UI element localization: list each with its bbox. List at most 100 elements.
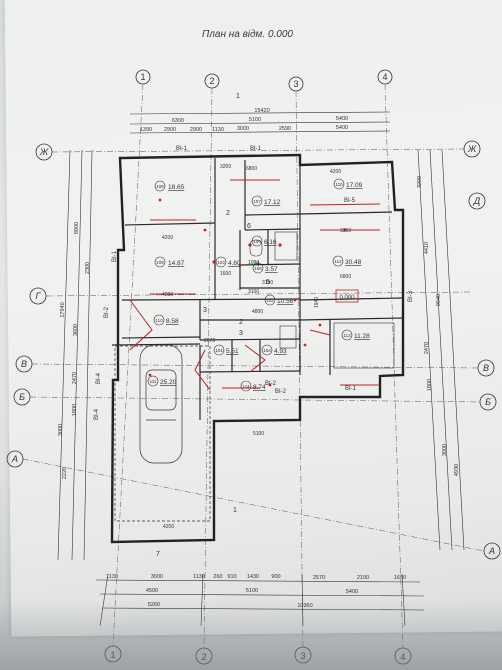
dim-bottom-r1-3: 1130 bbox=[193, 574, 205, 580]
axis-label-row-zh-left: Ж bbox=[39, 147, 49, 157]
axis-label-col-3-top: 3 bbox=[293, 79, 298, 89]
section-mark-6: 6 bbox=[247, 223, 251, 230]
room-area-105: 6.16 bbox=[264, 239, 277, 246]
section-mark-1-top: 1 bbox=[236, 93, 240, 100]
room-num-112: 112 bbox=[334, 259, 342, 264]
dim-inner-8: 4800 bbox=[252, 309, 263, 315]
dim-inner-2: 4200 bbox=[162, 292, 173, 298]
dim-bottom-r2-1: 4500 bbox=[146, 588, 158, 594]
room-area-106: 3.57 bbox=[265, 266, 278, 273]
photo-shadow bbox=[0, 600, 502, 670]
opening-vi2-b: ВІ-2 bbox=[104, 306, 110, 318]
level-mark: 0.000 bbox=[339, 295, 355, 301]
dim-inner-16: 1940 bbox=[314, 297, 320, 308]
room-area-112: 30.48 bbox=[345, 259, 362, 266]
room-area-101: 5.51 bbox=[226, 348, 239, 355]
section-mark-7: 7 bbox=[156, 551, 160, 558]
dim-top-r2-4: 1130 bbox=[212, 127, 224, 133]
dim-top-total: 15420 bbox=[254, 108, 269, 114]
dim-bottom-r2-2: 5100 bbox=[246, 588, 258, 594]
dim-right-5: 1800 bbox=[427, 379, 433, 391]
section-mark-1-bottom: 1 bbox=[233, 507, 237, 514]
opening-vi3: ВІ-3 bbox=[408, 290, 414, 302]
dim-right-6: 4930 bbox=[454, 464, 460, 476]
dim-inner-5: 4200 bbox=[330, 169, 341, 175]
axis-label-row-a-right: А bbox=[488, 546, 495, 556]
dim-bottom-r1-9: 2100 bbox=[357, 575, 369, 581]
dim-inner-12: 3100 bbox=[248, 289, 259, 295]
axis-bubble-row-zh-right bbox=[463, 140, 481, 158]
dim-inner-13: 3100 bbox=[262, 280, 273, 286]
room-area-114: 8.74 bbox=[253, 384, 266, 391]
room-area-109: 14.87 bbox=[168, 260, 185, 267]
room-num-108: 108 bbox=[156, 184, 164, 189]
room-num-104: 104 bbox=[263, 348, 271, 353]
axis-label-row-b-left: Б bbox=[19, 392, 25, 402]
section-mark-2a: 2 bbox=[226, 210, 230, 217]
dim-top-r2-1: 1390 bbox=[140, 127, 152, 133]
dim-bottom-r1-6: 1430 bbox=[247, 574, 259, 580]
dim-inner-14: 1080 bbox=[248, 260, 259, 266]
room-area-110b: 8.58 bbox=[166, 318, 179, 325]
dim-inner-6: 3350 bbox=[340, 228, 351, 234]
opening-vi1-a: ВІ-1 bbox=[176, 146, 188, 152]
section-mark-4: 4 bbox=[256, 261, 260, 268]
room-num-110b: 110 bbox=[155, 318, 163, 323]
dim-top-r2-7: 5400 bbox=[336, 125, 348, 131]
dim-left-2: 2300 bbox=[85, 262, 91, 274]
dim-inner-15: 4200 bbox=[163, 524, 174, 530]
dim-left-4: 2470 bbox=[72, 372, 78, 384]
room-num-111: 111 bbox=[150, 379, 157, 384]
plan-title: План на відм. 0.000 bbox=[202, 29, 293, 40]
axis-label-row-h-left: Г bbox=[36, 291, 42, 301]
dim-top-2: 5100 bbox=[249, 117, 261, 123]
axis-label-row-a-left: А bbox=[11, 454, 18, 464]
dim-top-r2-6: 2590 bbox=[279, 126, 291, 132]
dim-inner-11: 1600 bbox=[220, 271, 231, 277]
axis-bubble-row-b-right bbox=[479, 393, 497, 411]
axis-label-row-b-right: Б bbox=[485, 397, 491, 407]
section-mark-2b: 2 bbox=[239, 319, 243, 326]
room-area-103: 4.60 bbox=[228, 260, 241, 267]
dim-inner-10: 2670 bbox=[204, 338, 215, 344]
dim-left-total: 17940 bbox=[60, 302, 66, 317]
room-num-114: 114 bbox=[242, 384, 250, 389]
dim-left-1: 8900 bbox=[74, 222, 80, 234]
section-mark-3a: 3 bbox=[203, 307, 207, 314]
room-num-113: 113 bbox=[343, 333, 351, 338]
dim-bottom-r2-3: 5400 bbox=[346, 589, 358, 595]
room-num-105: 105 bbox=[253, 239, 261, 244]
dim-inner-4: 6800 bbox=[246, 166, 257, 172]
dim-bottom-r1-4: 260 bbox=[213, 574, 222, 580]
room-area-108: 18.65 bbox=[168, 184, 185, 191]
axis-bubble-row-v-right bbox=[477, 359, 495, 377]
dim-bottom-r1-2: 3000 bbox=[151, 574, 163, 580]
opening-vi2-a: ВІ-2 bbox=[265, 381, 277, 387]
dim-inner-3: 3200 bbox=[220, 164, 231, 170]
section-mark-5: 5 bbox=[266, 279, 270, 286]
opening-vi2-c: ВІ-2 bbox=[275, 389, 287, 395]
room-num-101: 101 bbox=[215, 348, 223, 353]
axis-label-col-1-top: 1 bbox=[140, 72, 145, 82]
opening-vi1-d: ВІ-1 bbox=[112, 250, 118, 262]
dim-top-r2-3: 2900 bbox=[190, 127, 202, 133]
axis-label-row-v-right: В bbox=[483, 363, 489, 373]
dim-left-3: 3600 bbox=[73, 324, 79, 336]
dim-left-5: 1800 bbox=[72, 404, 78, 416]
room-area-111: 25.20 bbox=[160, 379, 177, 386]
dim-bottom-r1-10: 1690 bbox=[394, 575, 406, 581]
dim-bottom-r1-5: 910 bbox=[227, 574, 236, 580]
room-num-110a: 110 bbox=[335, 182, 343, 187]
dim-left-6: 3000 bbox=[58, 424, 64, 436]
dim-top-1: 6300 bbox=[172, 118, 184, 124]
dim-right-3: 9940 bbox=[436, 294, 442, 306]
axis-label-col-4-top: 4 bbox=[382, 72, 387, 82]
axis-bubble-row-d-right bbox=[468, 192, 486, 210]
dim-right-2: 4410 bbox=[424, 242, 430, 254]
opening-vi4-b: ВІ-4 bbox=[94, 408, 100, 420]
dim-inner-1: 4200 bbox=[162, 235, 173, 241]
dim-right-1: 3200 bbox=[417, 176, 423, 188]
opening-vi5: ВІ-5 bbox=[344, 198, 356, 204]
